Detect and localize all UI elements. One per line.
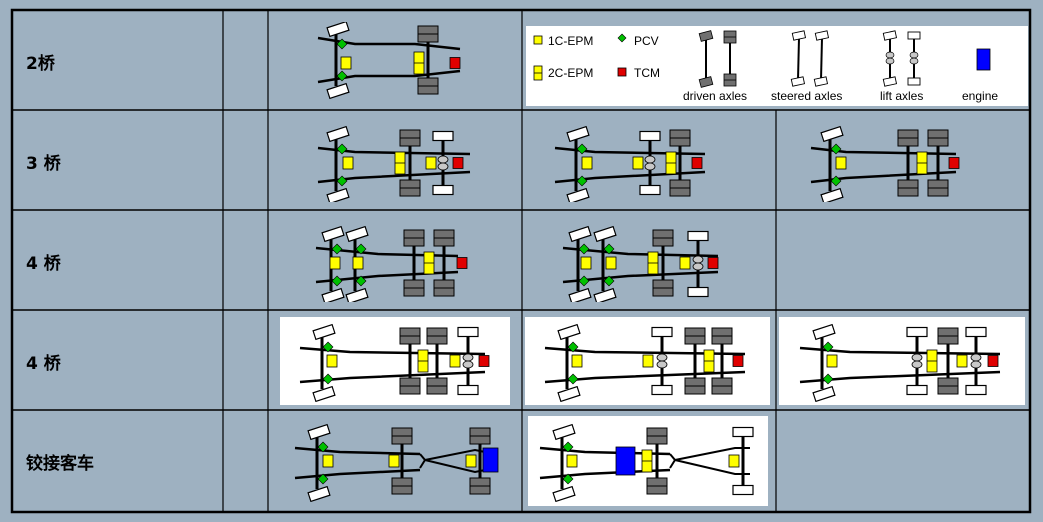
row-label-4-axle-a: 4 桥 bbox=[26, 254, 61, 274]
diagram-4-axle-d bbox=[544, 320, 746, 402]
legend-tcm-label: TCM bbox=[634, 66, 660, 80]
legend-steered-label: steered axles bbox=[771, 89, 842, 103]
legend-panel bbox=[526, 26, 1028, 106]
legend-epm2-label: 2C-EPM bbox=[548, 66, 593, 80]
legend-lift-label: lift axles bbox=[880, 89, 923, 103]
diagram-4-axle-b bbox=[562, 222, 719, 302]
diagram-articulated-bus-a bbox=[294, 420, 499, 502]
legend-engine-label: engine bbox=[962, 89, 998, 103]
row-label-2-axle: 2桥 bbox=[26, 54, 55, 74]
legend-epm1-swatch bbox=[533, 35, 543, 45]
diagram-4-axle-e bbox=[799, 320, 1001, 402]
legend-epm1-label: 1C-EPM bbox=[548, 34, 593, 48]
diagram-3-axle-c bbox=[810, 122, 960, 202]
legend-pcv-swatch bbox=[617, 33, 627, 43]
lift-axles-icon bbox=[882, 30, 921, 87]
diagram-4-axle-a bbox=[315, 222, 468, 302]
row-label-articulated-bus: 铰接客车 bbox=[26, 454, 94, 474]
driven-axles-icon bbox=[698, 30, 737, 88]
diagram-2-axle bbox=[317, 22, 461, 100]
legend-driven-label: driven axles bbox=[683, 89, 747, 103]
diagram-3-axle-b bbox=[554, 122, 706, 202]
engine-icon bbox=[976, 48, 991, 71]
diagram-articulated-bus-b bbox=[539, 420, 754, 502]
diagram-3-axle-a bbox=[317, 122, 471, 202]
diagram-4-axle-c bbox=[299, 320, 490, 402]
legend-tcm-swatch bbox=[617, 67, 627, 77]
legend: 1C-EPM PCV 2C-EPM TCM driven axles steer… bbox=[533, 30, 998, 103]
row-label-4-axle-b: 4 桥 bbox=[26, 354, 61, 374]
steered-axles-icon bbox=[790, 30, 830, 87]
row-label-3-axle: 3 桥 bbox=[26, 154, 61, 174]
legend-pcv-label: PCV bbox=[634, 34, 659, 48]
